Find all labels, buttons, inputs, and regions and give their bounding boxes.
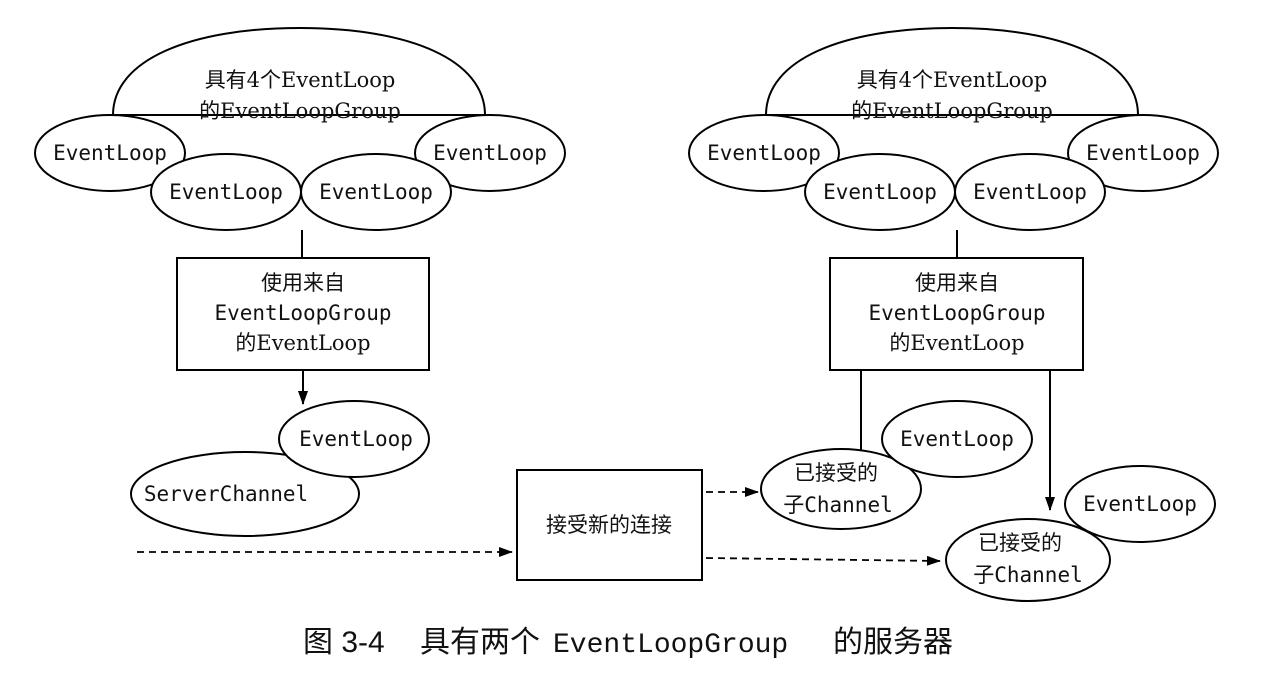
server-eventloop-shape	[278, 400, 430, 478]
server-eventloop-label: EventLoop	[299, 427, 413, 451]
left-eventloop-3-shape	[300, 153, 452, 231]
left-eventloop-1-label: EventLoop	[53, 141, 167, 165]
child-channel-1-line2: 子Channel	[783, 493, 893, 517]
left-group-outline	[111, 26, 487, 116]
figure-caption: 图 3-4 具有两个 EventLoopGroup 的服务器	[303, 626, 953, 661]
left-eventloop-1-shape	[34, 114, 186, 192]
accept-connection-label: 接受新的连接	[546, 513, 672, 537]
child-channel-1-eventloop-label: EventLoop	[900, 427, 1014, 451]
caption-code: EventLoopGroup	[553, 630, 788, 661]
accept-connections: 接受新的连接	[137, 469, 941, 581]
right-eventloop-3-label: EventLoop	[973, 180, 1087, 204]
left-box-line1: 使用来自	[261, 271, 345, 295]
caption-figure-number: 图 3-4	[303, 626, 385, 659]
accept-to-child2-arrow	[705, 555, 941, 566]
right-eventloop-4-label: EventLoop	[1086, 141, 1200, 165]
left-group-label-line2: 的EventLoopGroup	[199, 99, 401, 123]
server-channel-shape	[130, 451, 360, 537]
left-box-line3: 的EventLoop	[235, 331, 370, 355]
left-box-line2: EventLoopGroup	[214, 301, 391, 325]
child-channel-1-eventloop-shape	[881, 400, 1033, 478]
right-box-line3: 的EventLoop	[889, 331, 1024, 355]
child-channel-2-shape	[945, 518, 1111, 602]
right-eventloop-3-shape	[954, 153, 1106, 231]
left-eventloop-4-shape	[414, 114, 566, 192]
right-selection-box	[829, 257, 1084, 371]
caption-text-before: 具有两个	[420, 626, 540, 659]
left-eventloop-4-label: EventLoop	[433, 141, 547, 165]
child-channel-1-line1: 已接受的	[794, 461, 878, 485]
right-group-label-line2: 的EventLoopGroup	[851, 99, 1053, 123]
server-channel-label: ServerChannel	[144, 482, 308, 506]
child-channel-1-shape	[760, 448, 922, 530]
child-channel-2-line2: 子Channel	[973, 563, 1083, 587]
left-eventloopgroup: 具有4个EventLoop 的EventLoopGroup EventLoop …	[34, 26, 566, 537]
caption-text-after: 的服务器	[833, 626, 953, 659]
right-group-outline	[764, 26, 1140, 116]
left-eventloop-3-label: EventLoop	[319, 180, 433, 204]
left-eventloop-2-label: EventLoop	[169, 180, 283, 204]
right-eventloop-1-shape	[688, 114, 840, 192]
right-group-label-line1: 具有4个EventLoop	[857, 68, 1048, 92]
child-channel-2-eventloop-label: EventLoop	[1083, 492, 1197, 516]
right-box-line2: EventLoopGroup	[868, 301, 1045, 325]
right-eventloop-1-label: EventLoop	[707, 141, 821, 165]
right-eventloopgroup: 具有4个EventLoop 的EventLoopGroup EventLoop …	[688, 26, 1219, 602]
right-box-line1: 使用来自	[915, 271, 999, 295]
child-channel-2-line1: 已接受的	[978, 531, 1062, 555]
right-eventloop-4-shape	[1067, 114, 1219, 192]
right-eventloop-2-label: EventLoop	[823, 180, 937, 204]
child-channel-2-eventloop-shape	[1064, 465, 1216, 543]
left-selection-box	[176, 257, 430, 371]
left-group-label-line1: 具有4个EventLoop	[205, 68, 396, 92]
accept-connection-box	[516, 469, 703, 581]
